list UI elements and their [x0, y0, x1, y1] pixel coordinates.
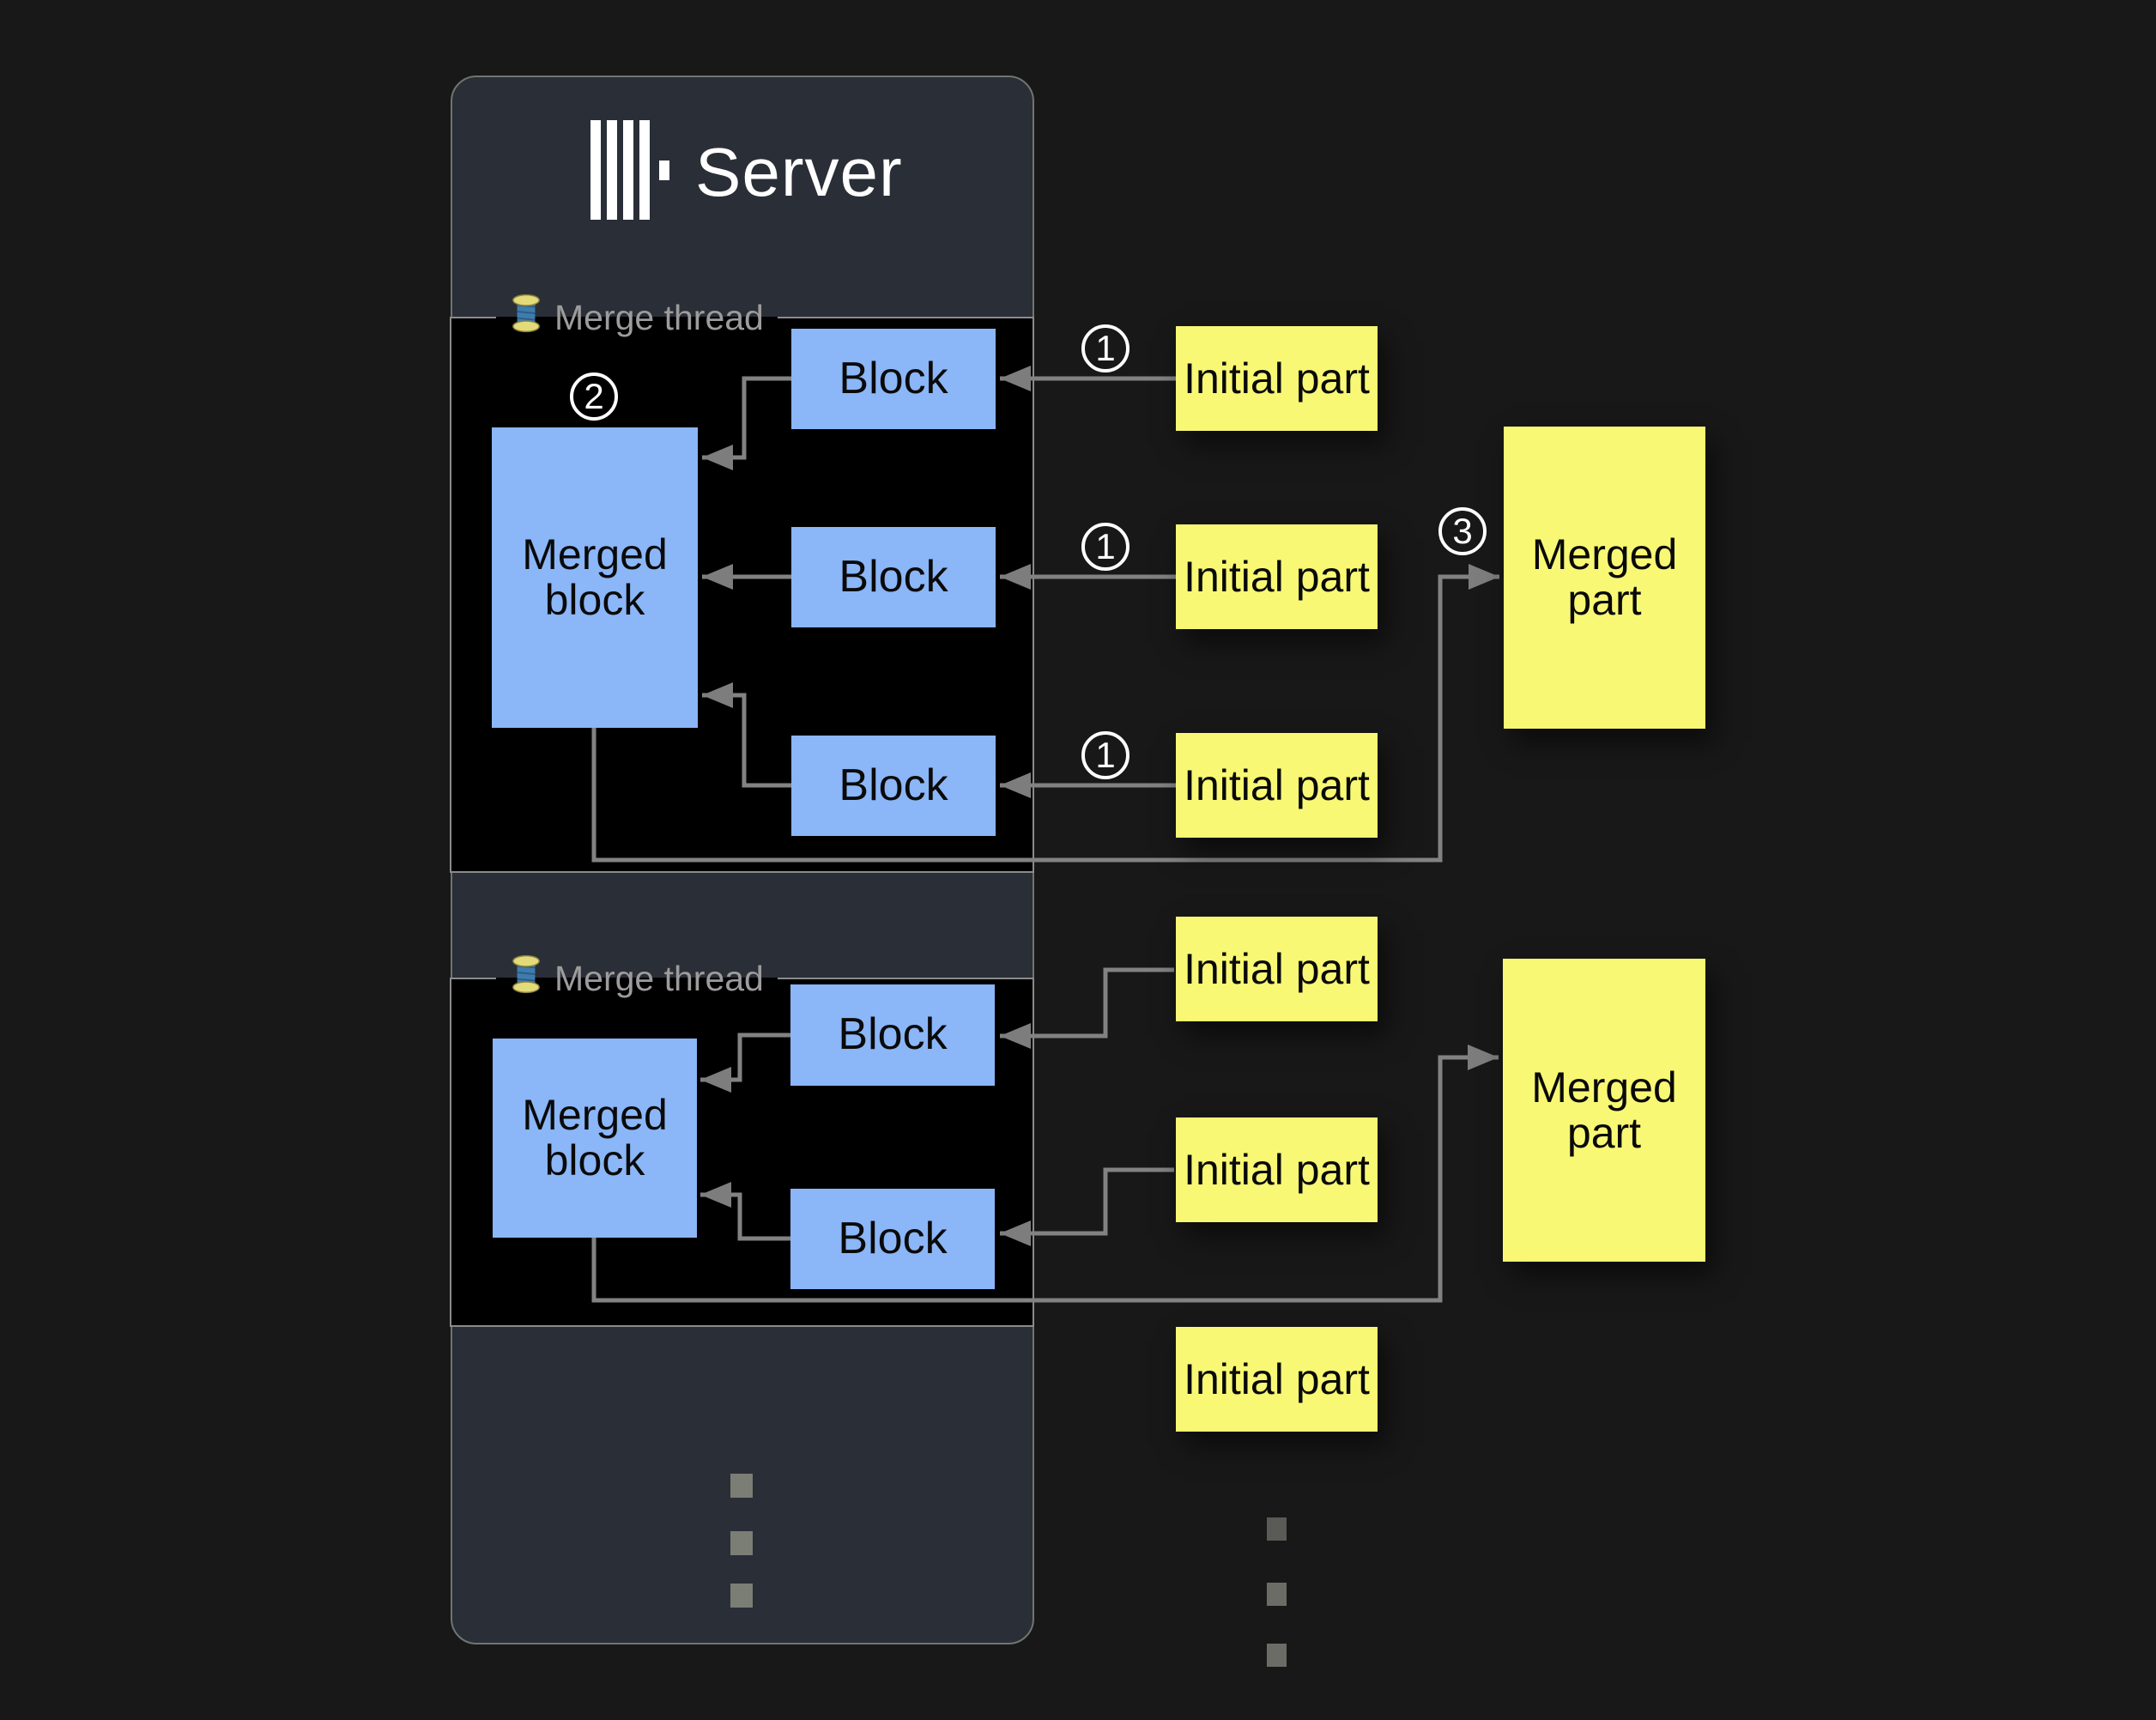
step-badge-1b: 1: [1081, 523, 1129, 571]
thread-spool-icon: [510, 954, 542, 1002]
step-badge-2: 2: [570, 372, 618, 421]
block-4: Block: [790, 984, 995, 1086]
step-badge-3: 3: [1438, 507, 1487, 555]
initial-part-4: Initial part: [1176, 917, 1378, 1021]
merge-thread-label: Merge thread: [554, 958, 764, 998]
merge-thread-label: Merge thread: [554, 297, 764, 337]
server-title: Server: [695, 133, 903, 210]
initial-part-3: Initial part: [1176, 733, 1378, 838]
initial-part-1: Initial part: [1176, 326, 1378, 431]
step-badge-1a: 1: [1081, 324, 1129, 372]
merged-block-1: Merged block: [492, 427, 698, 728]
initial-part-5: Initial part: [1176, 1117, 1378, 1222]
clickhouse-bars-logo-icon: [590, 120, 669, 224]
block-2: Block: [791, 527, 996, 627]
merged-block-2: Merged block: [493, 1039, 697, 1238]
block-5: Block: [790, 1189, 995, 1289]
merged-part-2: Merged part: [1503, 959, 1705, 1262]
server-header: Server: [590, 120, 903, 224]
step-badge-1c: 1: [1081, 731, 1129, 779]
merge-thread-legend: Merge thread: [496, 294, 778, 342]
block-1: Block: [791, 329, 996, 429]
merged-part-1: Merged part: [1504, 427, 1705, 729]
initial-part-2: Initial part: [1176, 524, 1378, 629]
block-3: Block: [791, 736, 996, 836]
initial-part-6: Initial part: [1176, 1327, 1378, 1432]
thread-spool-icon: [510, 294, 542, 342]
merge-thread-legend: Merge thread: [496, 954, 778, 1002]
